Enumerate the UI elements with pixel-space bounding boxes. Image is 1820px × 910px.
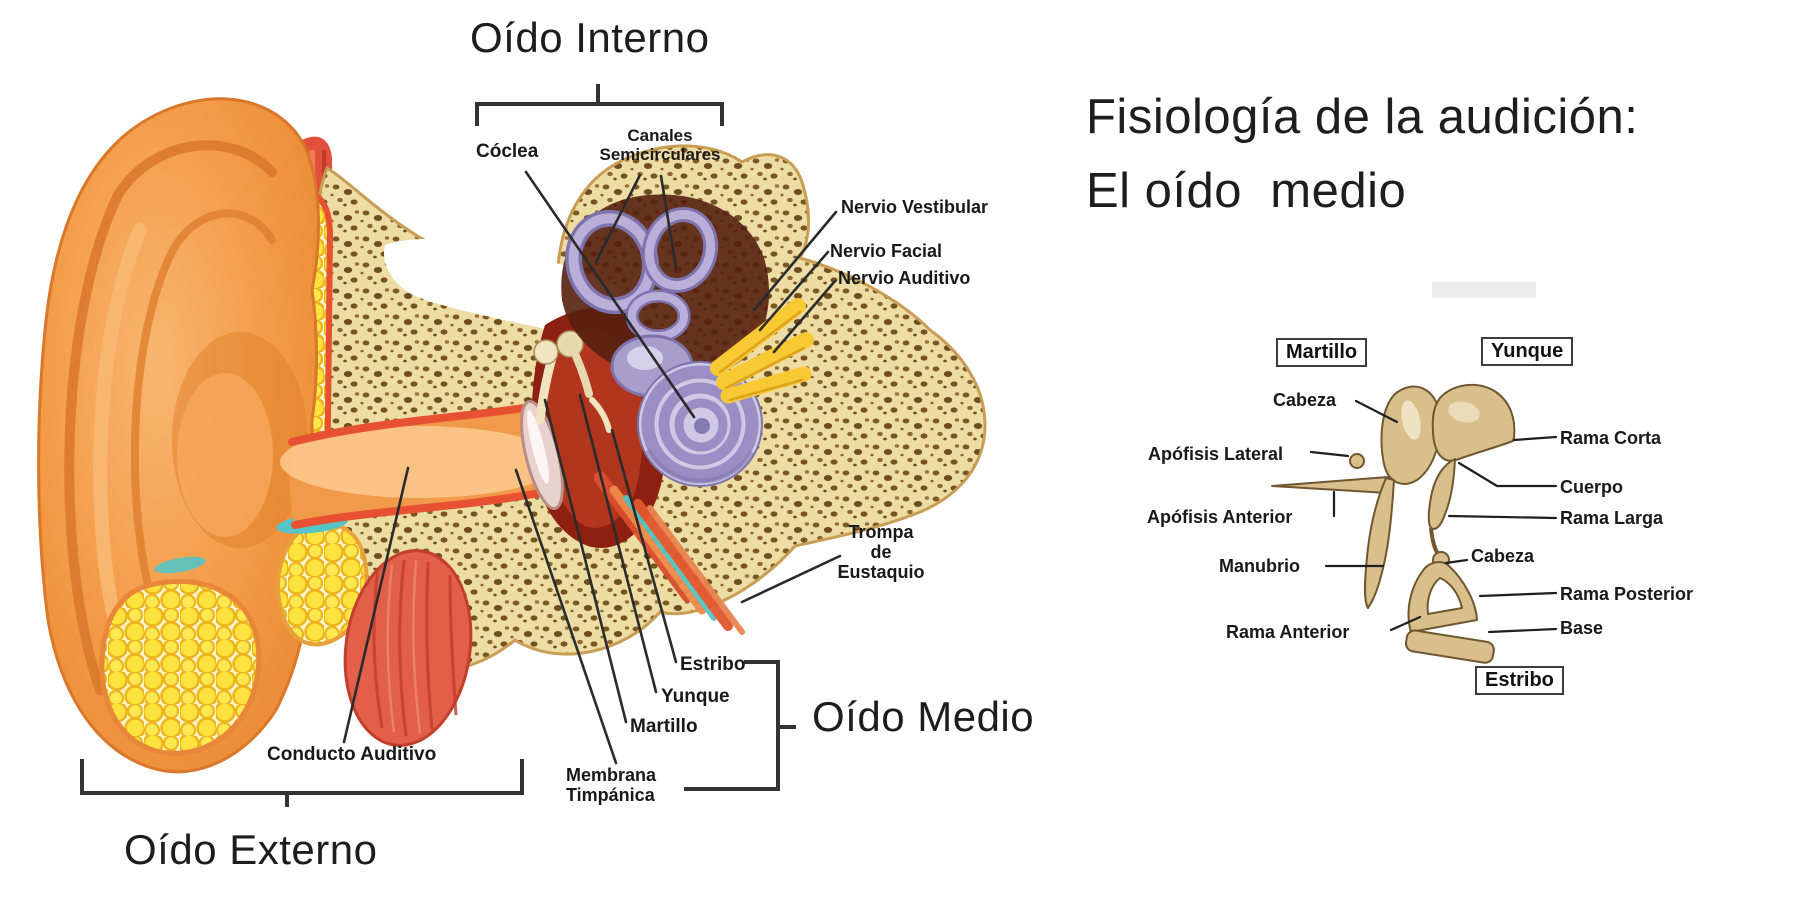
label-semicircular-canals: Canales Semicirculares xyxy=(599,126,721,165)
label-malleus-head: Cabeza xyxy=(1273,390,1337,410)
ossicles-illustration xyxy=(1271,282,1536,664)
leader-lines-ear xyxy=(342,170,842,765)
label-incus: Yunque xyxy=(661,686,730,707)
label-eustachian-tube: Trompa de Eustaquio xyxy=(837,522,925,583)
label-stapes-head: Cabeza xyxy=(1471,546,1535,566)
watermark-smudge xyxy=(1432,282,1536,298)
label-anterior-limb: Rama Anterior xyxy=(1226,622,1350,642)
label-malleus: Martillo xyxy=(630,716,698,737)
label-stapes: Estribo xyxy=(680,654,746,675)
bracket-inner-ear xyxy=(475,84,724,126)
label-anterior-process: Apófisis Anterior xyxy=(1147,507,1293,527)
section-label-middle-ear: Oído Medio xyxy=(812,693,1035,740)
pinna xyxy=(37,97,320,774)
label-vestibular-nerve: Nervio Vestibular xyxy=(841,197,989,217)
label-auditory-nerve: Nervio Auditivo xyxy=(838,268,971,288)
slide-title: Fisiología de la audición: El oído medio xyxy=(1086,90,1639,219)
ear-cross-section-illustration xyxy=(37,97,987,774)
label-manubrium: Manubrio xyxy=(1219,556,1300,576)
label-facial-nerve: Nervio Facial xyxy=(830,241,943,261)
fat-pocket-lobe xyxy=(99,579,262,756)
eustachian-tube-streaks xyxy=(593,471,745,635)
semicircular-canals xyxy=(565,207,719,398)
label-auditory-canal: Conducto Auditivo xyxy=(267,744,437,765)
boxed-label-incus: Yunque xyxy=(1481,337,1574,366)
label-tympanic-membrane: Membrana Timpánica xyxy=(566,765,657,806)
malleus-bone xyxy=(1271,385,1442,609)
boxed-label-malleus: Martillo xyxy=(1276,338,1368,367)
stapes-bone xyxy=(1404,551,1495,664)
label-long-limb: Rama Larga xyxy=(1560,508,1664,528)
brackets xyxy=(80,84,796,807)
label-short-limb: Rama Corta xyxy=(1560,428,1662,448)
section-label-outer-ear: Oído Externo xyxy=(124,826,378,873)
label-footplate-base: Base xyxy=(1560,618,1604,638)
section-label-inner-ear: Oído Interno xyxy=(470,14,710,61)
bracket-middle-ear xyxy=(684,660,796,791)
label-incus-body: Cuerpo xyxy=(1560,477,1623,497)
auditory-canal xyxy=(280,400,595,529)
auditory-nerve xyxy=(710,298,814,404)
bracket-outer-ear xyxy=(80,759,524,807)
label-cochlea: Cóclea xyxy=(476,141,539,162)
ossicle-chain-small xyxy=(533,330,612,433)
boxed-label-stapes: Estribo xyxy=(1475,666,1564,695)
label-posterior-limb: Rama Posterior xyxy=(1560,584,1694,604)
leader-lines-ossicles xyxy=(1309,399,1558,634)
incus-bone xyxy=(1427,383,1516,556)
tympanic-membrane xyxy=(520,399,564,511)
label-lateral-process: Apófisis Lateral xyxy=(1148,444,1284,464)
